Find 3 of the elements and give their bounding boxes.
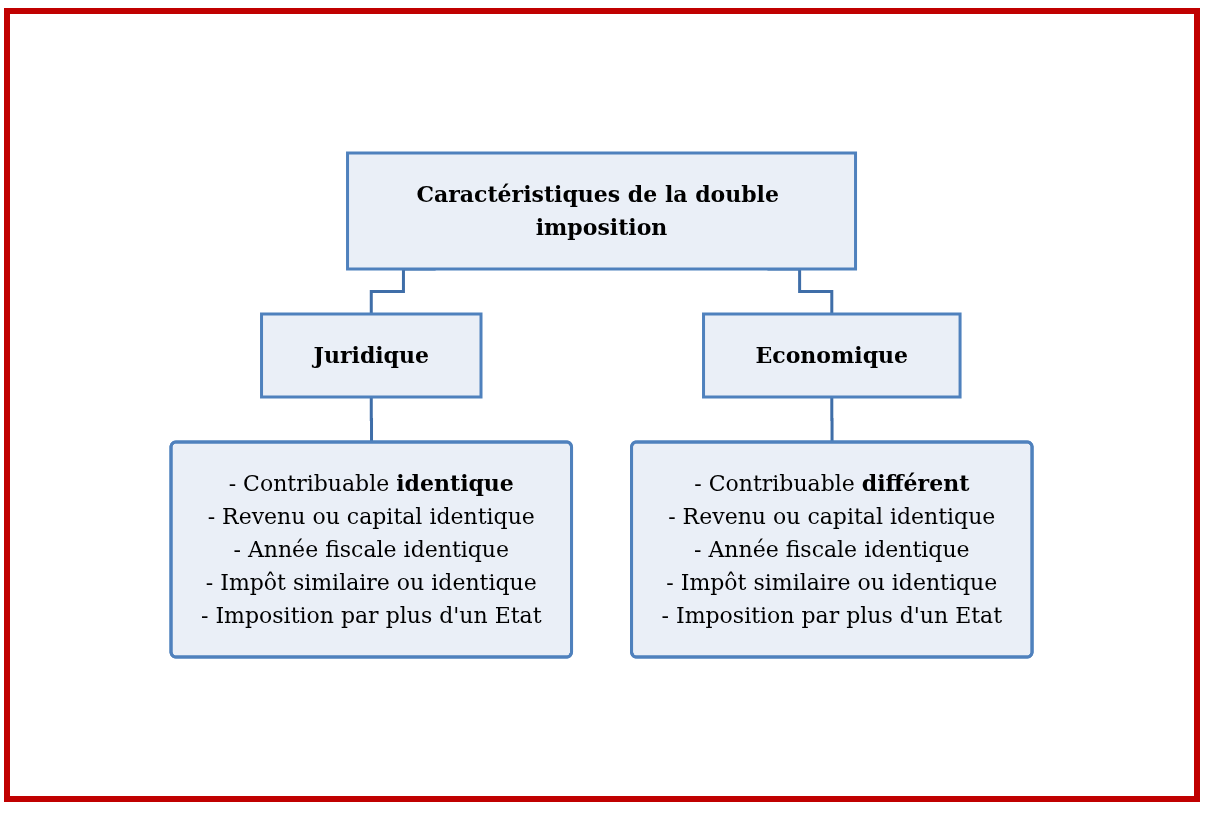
node-box: Economique [702,312,963,399]
node-box: Caractéristiques de la double imposition [346,151,858,271]
node-box: Juridique [260,312,483,399]
